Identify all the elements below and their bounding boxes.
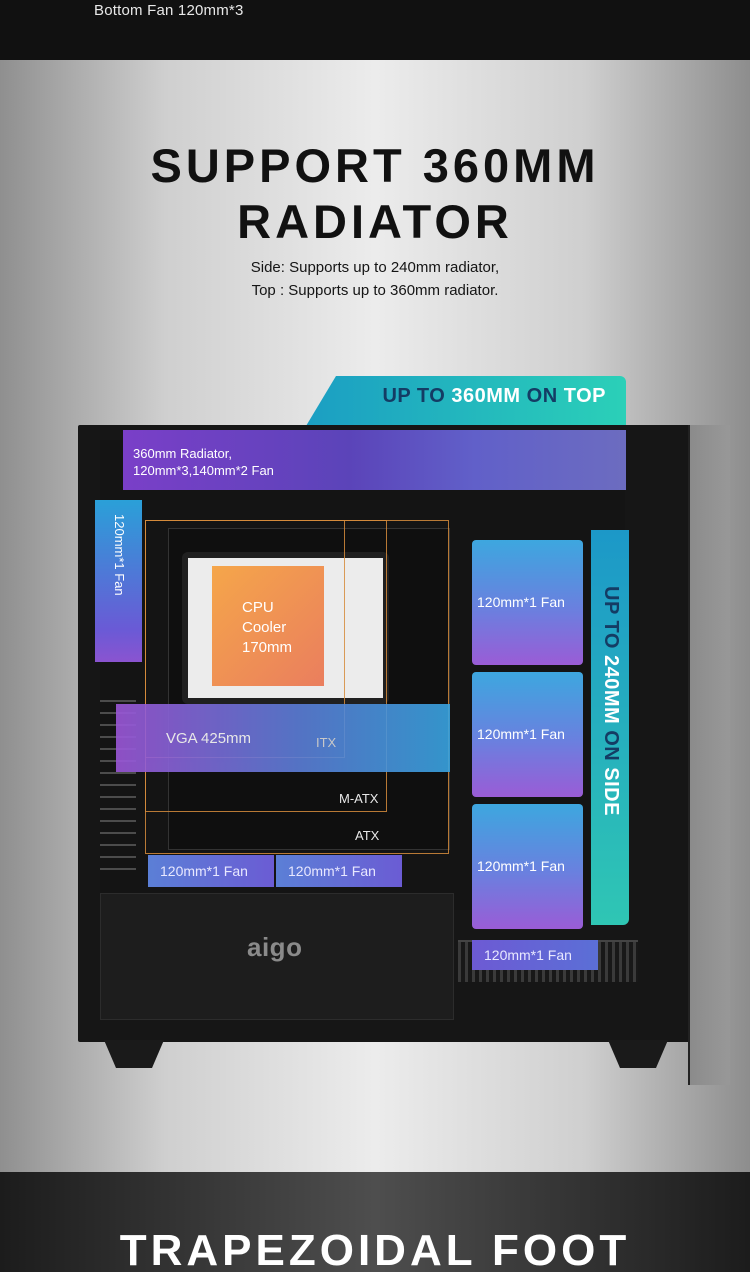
side-fan-1: 120mm*1 Fan xyxy=(472,540,583,665)
vga-zone: VGA 425mm xyxy=(116,704,450,772)
top-spec-bar: Bottom Fan 120mm*3 xyxy=(0,0,750,60)
bottom-fan-1: 120mm*1 Fan xyxy=(148,855,274,887)
hero-title-line1: SUPPORT 360MM xyxy=(150,139,600,192)
hero-subtitle: Side: Supports up to 240mm radiator, Top… xyxy=(0,256,750,302)
top-radiator-badge: UP TO 360MM ON TOP xyxy=(306,376,626,426)
cpu-cooler-zone: CPU Cooler 170mm xyxy=(212,566,324,686)
bottom-fan-spec: Bottom Fan 120mm*3 xyxy=(94,2,244,19)
trapezoidal-foot-section: TRAPEZOIDAL FOOT xyxy=(0,1172,750,1272)
bottom-fan-2: 120mm*1 Fan xyxy=(276,855,402,887)
side-fan-3: 120mm*1 Fan xyxy=(472,804,583,929)
side-radiator-badge-text: UP TO 240MM ON SIDE xyxy=(600,586,622,816)
side-fan-2: 120mm*1 Fan xyxy=(472,672,583,797)
side-glass-panel xyxy=(688,425,730,1085)
top-radiator-badge-text: UP TO 360MM ON TOP xyxy=(382,385,606,407)
psu-shroud: aigo xyxy=(100,893,454,1020)
hero-subtitle-line2: Top : Supports up to 360mm radiator. xyxy=(251,282,499,299)
side-radiator-badge: UP TO 240MM ON SIDE xyxy=(591,530,629,925)
top-radiator-zone: 360mm Radiator, 120mm*3,140mm*2 Fan xyxy=(123,430,626,490)
itx-label: ITX xyxy=(316,735,337,750)
atx-label: ATX xyxy=(355,828,380,843)
aigo-logo: aigo xyxy=(247,932,303,962)
psu-area-fan: 120mm*1 Fan xyxy=(472,940,598,970)
trapezoidal-foot-title: TRAPEZOIDAL FOOT xyxy=(119,1226,631,1272)
atx-outline xyxy=(145,520,449,854)
hero-title-line2: RADIATOR xyxy=(237,195,513,248)
matx-label: M-ATX xyxy=(339,791,379,806)
hero-subtitle-line1: Side: Supports up to 240mm radiator, xyxy=(250,259,500,276)
rear-fan-zone: 120mm*1 Fan xyxy=(95,500,142,662)
hero-title: SUPPORT 360MM RADIATOR xyxy=(0,138,750,250)
